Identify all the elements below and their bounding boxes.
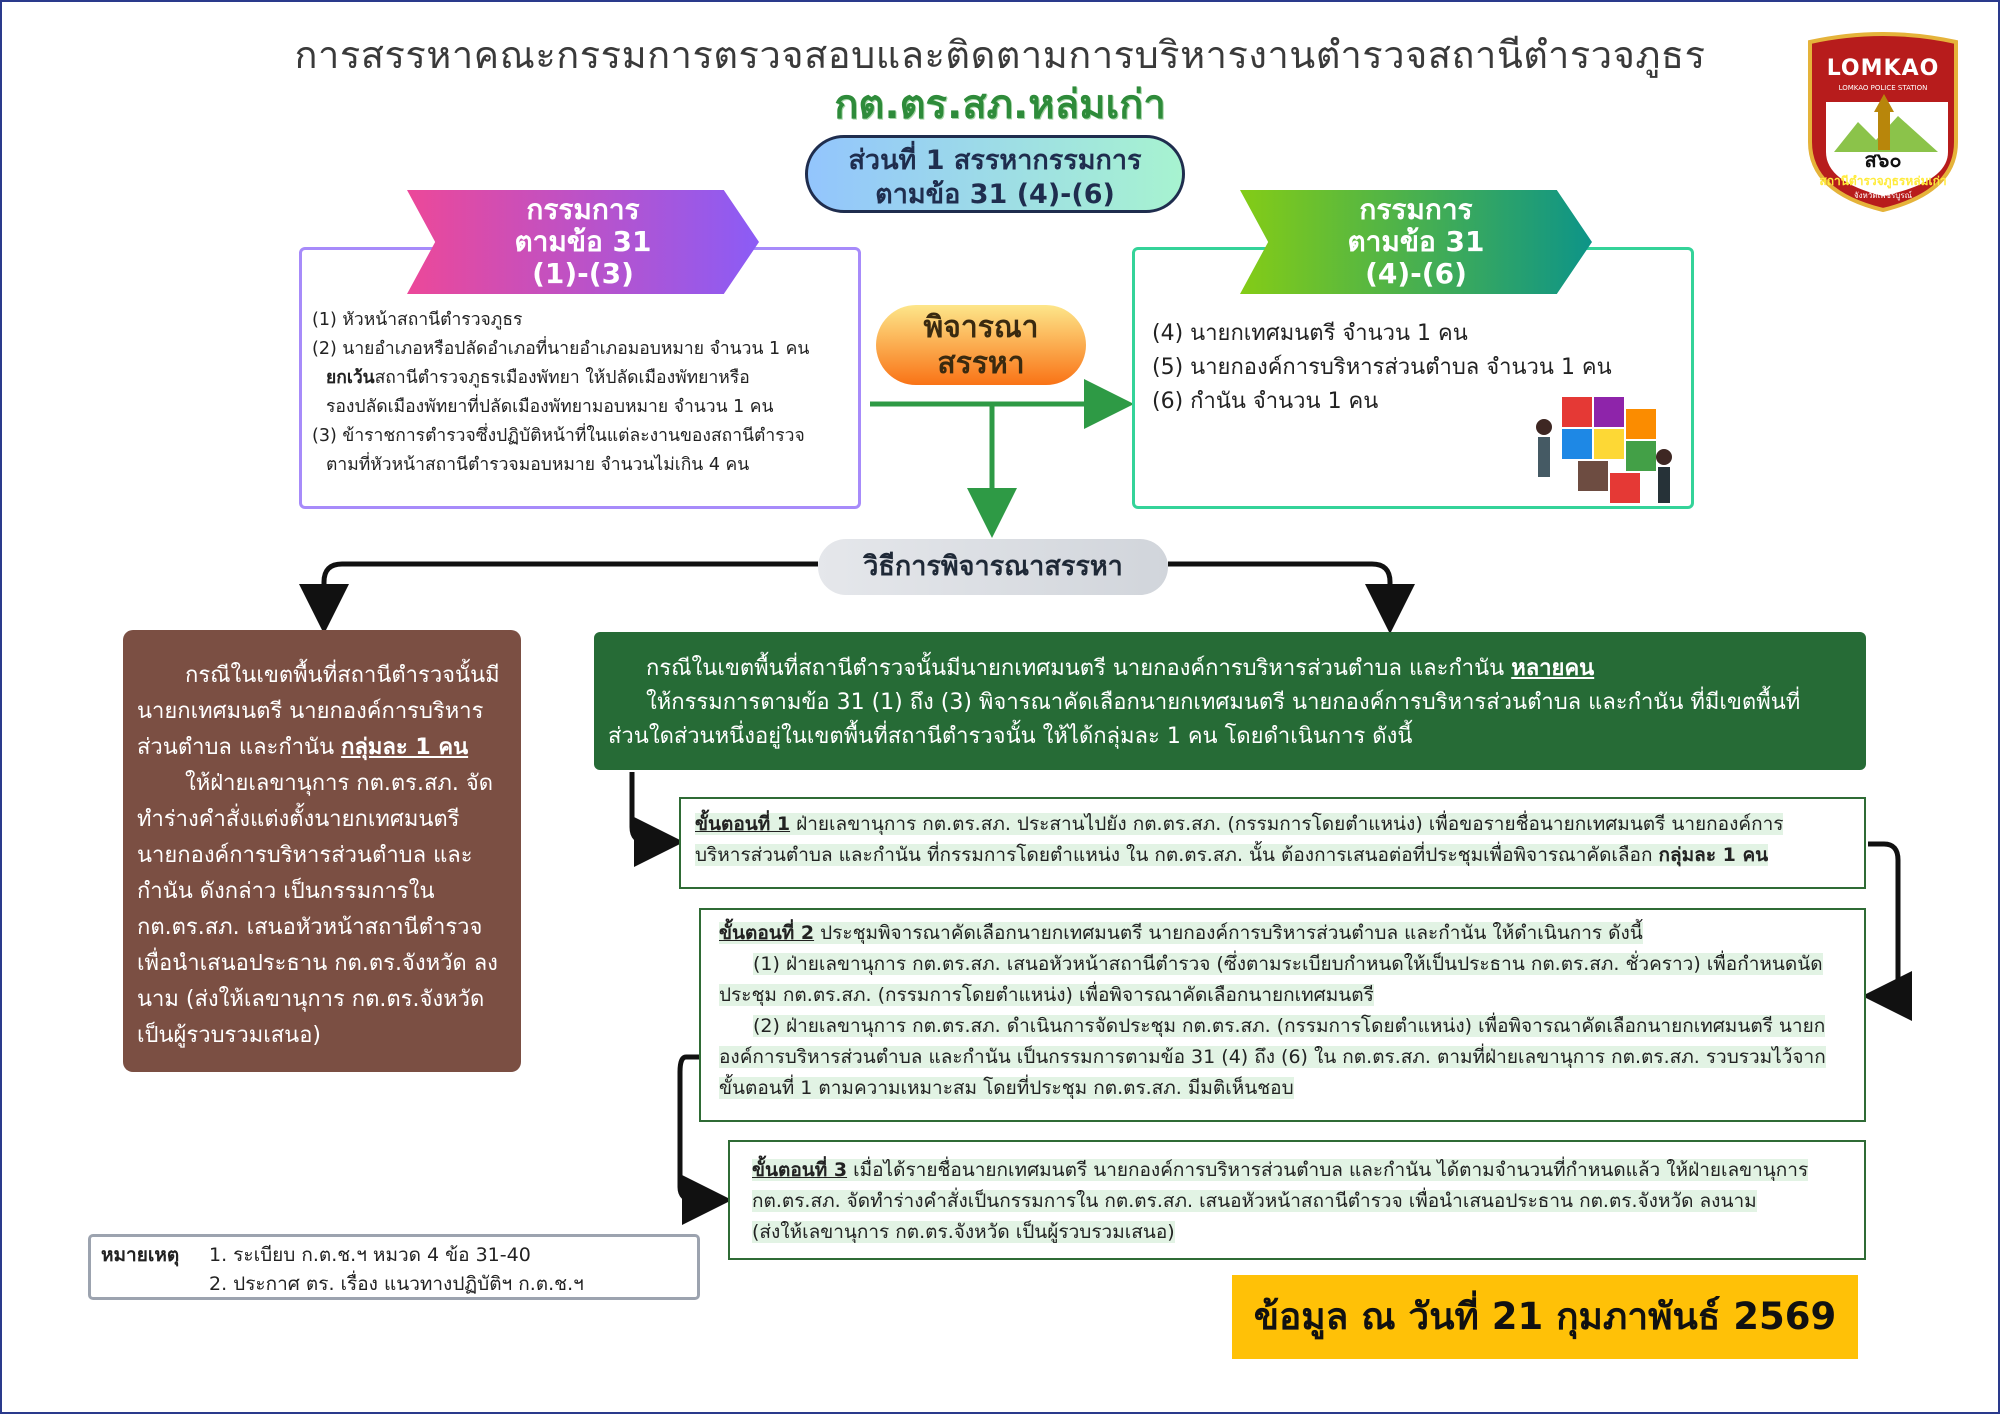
step1-text1: ฝ่ายเลขานุการ กต.ตร.สภ. ประสานไปยัง กต.ต… [790,813,1784,835]
step3-text2: กต.ตร.สภ. จัดทำร่างคำสั่งเป็นกรรมการใน ก… [752,1190,1757,1212]
logo-bottom-text: สถานีตำรวจภูธรหล่มเก่า [1819,174,1947,188]
multi-candidate-emph: หลายคน [1511,656,1595,681]
arrow-to-brown-box [299,561,818,634]
section-pill-line1: ส่วนที่ 1 สรรหากรรมการ [848,145,1142,176]
left-item-5: (3) ข้าราชการตำรวจซึ่งปฏิบัติหน้าที่ในแต… [312,426,805,446]
step2-line2: (1) ฝ่ายเลขานุการ กต.ตร.สภ. เสนอหัวหน้าส… [719,949,1846,980]
step2-text3: ประชุม กต.ตร.สภ. (กรรมการโดยตำแหน่ง) เพื… [719,984,1374,1006]
step3-text3: (ส่งให้เลขานุการ กต.ตร.จังหวัด เป็นผู้รว… [752,1221,1175,1243]
step1-text2: บริหารส่วนตำบล และกำนัน ที่กรรมการโดยตำแ… [695,844,1659,866]
step3-box: ขั้นตอนที่ 3 เมื่อได้รายชื่อนายกเทศมนตรี… [728,1140,1866,1260]
note-line1: หมายเหตุ 1. ระเบียบ ก.ต.ช.ฯ หมวด 4 ข้อ 31… [101,1241,687,1270]
single-candidate-text1: กรณีในเขตพื้นที่สถานีตำรวจนั้นมี นายกเทศ… [137,663,500,760]
left-item-3: ยกเว้นสถานีตำรวจภูธรเมืองพัทยา ให้ปลัดเม… [312,364,852,393]
multi-candidate-line1: กรณีในเขตพื้นที่สถานีตำรวจนั้นมีนายกเทศม… [608,652,1852,686]
logo-sub-text: LOMKAO POLICE STATION [1838,84,1928,92]
right-banner-line1: กรรมการ [1359,193,1473,226]
note-box: หมายเหตุ 1. ระเบียบ ก.ต.ช.ฯ หมวด 4 ข้อ 31… [88,1234,700,1300]
page-subtitle: กต.ตร.สภ.หล่มเก่า [834,82,1166,128]
left-banner: กรรมการ ตามข้อ 31 (1)-(3) [407,190,759,294]
right-item-5: (5) นายกองค์การบริหารส่วนตำบล จำนวน 1 คน [1152,355,1612,380]
step2-line6: ขั้นตอนที่ 1 ตามความเหมาะสม โดยที่ประชุม… [719,1073,1846,1104]
consider-pill: พิจารณา สรรหา [876,305,1086,385]
step2-box: ขั้นตอนที่ 2 ประชุมพิจารณาคัดเลือกนายกเท… [699,908,1866,1122]
multi-candidate-box: กรณีในเขตพื้นที่สถานีตำรวจนั้นมีนายกเทศม… [594,632,1866,770]
step1-line1: ขั้นตอนที่ 1 ฝ่ายเลขานุการ กต.ตร.สภ. ประ… [695,809,1850,840]
step3-label: ขั้นตอนที่ 3 [752,1159,848,1181]
arrow-to-green-box [1168,561,1415,634]
left-item-2: (2) นายอำเภอหรือปลัดอำเภอที่นายอำเภอมอบห… [312,339,810,359]
left-banner-line2: ตามข้อ 31 [514,225,652,258]
right-banner: กรรมการ ตามข้อ 31 (4)-(6) [1240,190,1592,294]
arrow-to-step3 [677,1054,732,1225]
step1-box: ขั้นตอนที่ 1 ฝ่ายเลขานุการ กต.ตร.สภ. ประ… [679,797,1866,889]
station-logo: LOMKAO LOMKAO POLICE STATION ส๖๐ สถานีตำ… [1798,32,1968,213]
single-candidate-box: กรณีในเขตพื้นที่สถานีตำรวจนั้นมี นายกเทศ… [123,630,521,1072]
puzzle-illustration-icon [1536,397,1672,503]
note-text1: 1. ระเบียบ ก.ต.ช.ฯ หมวด 4 ข้อ 31-40 [209,1244,531,1266]
left-banner-line1: กรรมการ [526,193,640,226]
step2-text5: องค์การบริหารส่วนตำบล และกำนัน เป็นกรรมก… [719,1046,1826,1068]
step2-line4: (2) ฝ่ายเลขานุการ กต.ตร.สภ. ดำเนินการจัด… [719,1011,1846,1042]
step2-text6: ขั้นตอนที่ 1 ตามความเหมาะสม โดยที่ประชุม… [719,1077,1294,1099]
step3-line3: (ส่งให้เลขานุการ กต.ตร.จังหวัด เป็นผู้รว… [752,1217,1842,1248]
step3-line1: ขั้นตอนที่ 3 เมื่อได้รายชื่อนายกเทศมนตรี… [752,1155,1842,1186]
single-candidate-para2: ให้ฝ่ายเลขานุการ กต.ตร.สภ. จัดทำร่างคำสั… [137,771,498,1048]
step2-line1: ขั้นตอนที่ 2 ประชุมพิจารณาคัดเลือกนายกเท… [719,918,1846,949]
right-item-6: (6) กำนัน จำนวน 1 คน [1152,389,1379,414]
step2-text2: (1) ฝ่ายเลขานุการ กต.ตร.สภ. เสนอหัวหน้าส… [753,953,1823,975]
consider-pill-line1: พิจารณา [923,310,1039,345]
logo-bottom-sub: จังหวัดเพชรบูรณ์ [1853,191,1913,200]
note-line2: 2. ประกาศ ตร. เรื่อง แนวทางปฏิบัติฯ ก.ต.… [209,1273,584,1295]
page-title: การสรรหาคณะกรรมการตรวจสอบและติดตามการบริ… [294,33,1706,77]
left-item-4: รองปลัดเมืองพัทยาที่ปลัดเมืองพัทยามอบหมา… [326,397,774,417]
right-banner-line3: (4)-(6) [1365,257,1467,290]
single-candidate-emph: กลุ่มละ 1 คน [341,735,469,760]
right-item-4: (4) นายกเทศมนตรี จำนวน 1 คน [1152,321,1468,346]
step2-text1: ประชุมพิจารณาคัดเลือกนายกเทศมนตรี นายกอง… [814,922,1643,944]
arrow-to-step2 [1862,841,1913,1021]
step3-text1: เมื่อได้รายชื่อนายกเทศมนตรี นายกองค์การบ… [847,1159,1809,1181]
date-badge: ข้อมูล ณ วันที่ 21 กุมภาพันธ์ 2569 [1232,1275,1858,1359]
logo-top-text: LOMKAO [1826,56,1940,81]
multi-candidate-line3: ส่วนใดส่วนหนึ่งอยู่ในเขตพื้นที่สถานีตำรว… [608,724,1413,749]
consider-pill-line2: สรรหา [937,346,1025,381]
logo-script-text: ส๖๐ [1864,148,1902,172]
step3-line2: กต.ตร.สภ. จัดทำร่างคำสั่งเป็นกรรมการใน ก… [752,1186,1842,1217]
single-candidate-para1: กรณีในเขตพื้นที่สถานีตำรวจนั้นมี นายกเทศ… [137,658,507,766]
method-pill: วิธีการพิจารณาสรรหา [818,539,1168,595]
step2-line3: ประชุม กต.ตร.สภ. (กรรมการโดยตำแหน่ง) เพื… [719,980,1846,1011]
step2-text4: (2) ฝ่ายเลขานุการ กต.ตร.สภ. ดำเนินการจัด… [753,1015,1826,1037]
step1-line2: บริหารส่วนตำบล และกำนัน ที่กรรมการโดยตำแ… [695,840,1850,871]
left-item-except: ยกเว้น [326,368,375,388]
step2-line5: องค์การบริหารส่วนตำบล และกำนัน เป็นกรรมก… [719,1042,1846,1073]
shield-icon [1808,32,1958,213]
multi-candidate-text1: กรณีในเขตพื้นที่สถานีตำรวจนั้นมีนายกเทศม… [646,656,1512,681]
step1-emph: กลุ่มละ 1 คน [1658,844,1769,866]
left-item-3-text: สถานีตำรวจภูธรเมืองพัทยา ให้ปลัดเมืองพัท… [374,368,750,388]
section-pill-line2: ตามข้อ 31 (4)-(6) [875,179,1115,210]
right-panel-items: (4) นายกเทศมนตรี จำนวน 1 คน (5) นายกองค์… [1152,317,1672,419]
left-item-1: (1) หัวหน้าสถานีตำรวจภูธร [312,310,523,330]
step2-label: ขั้นตอนที่ 2 [719,922,815,944]
right-banner-line2: ตามข้อ 31 [1347,225,1485,258]
step1-label: ขั้นตอนที่ 1 [695,813,791,835]
arrow-to-step1 [629,772,684,867]
left-item-6: ตามที่หัวหน้าสถานีตำรวจมอบหมาย จำนวนไม่เ… [326,455,750,475]
section-pill: ส่วนที่ 1 สรรหากรรมการ ตามข้อ 31 (4)-(6) [805,135,1185,213]
note-label: หมายเหตุ [101,1244,180,1266]
multi-candidate-line2: ให้กรรมการตามข้อ 31 (1) ถึง (3) พิจารณาค… [646,690,1801,715]
left-banner-line3: (1)-(3) [532,257,634,290]
left-panel-items: (1) หัวหน้าสถานีตำรวจภูธร (2) นายอำเภอหร… [312,306,852,480]
